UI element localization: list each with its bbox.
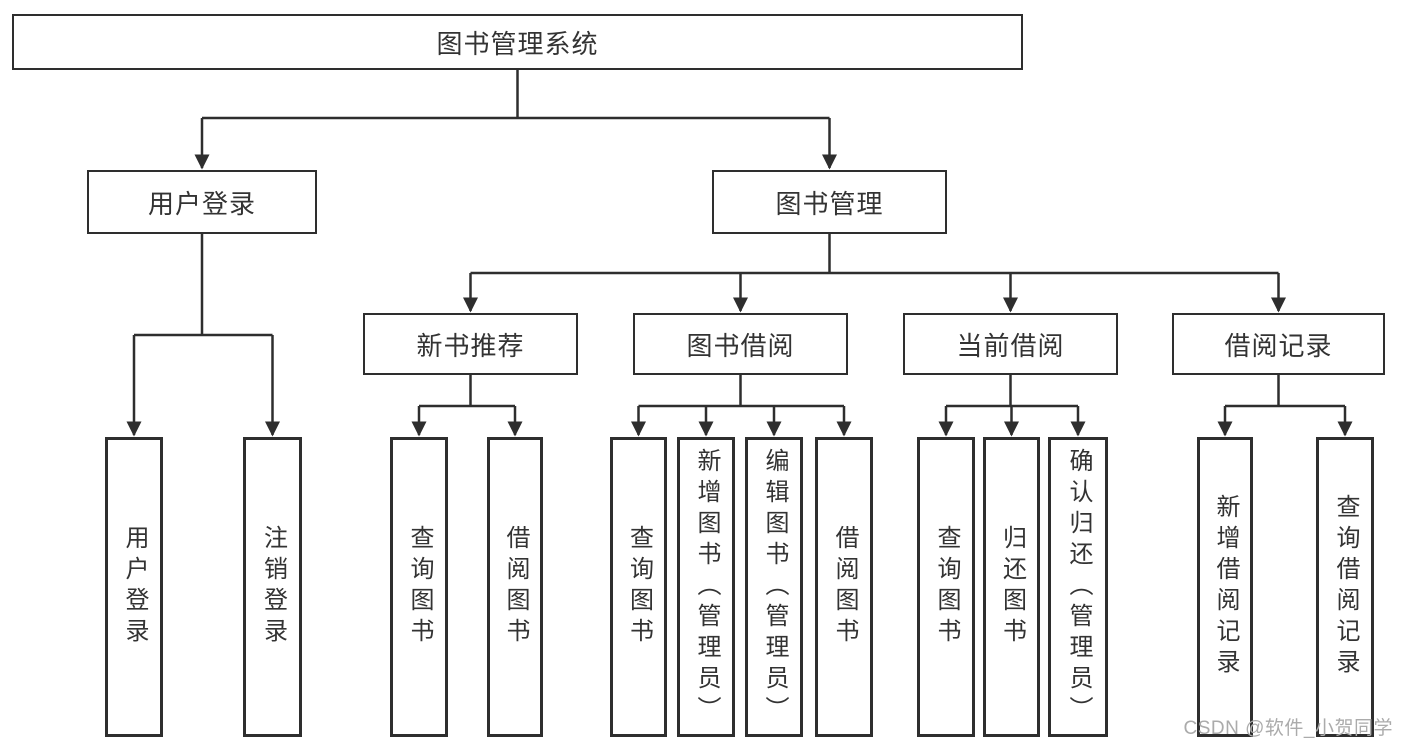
- csdn-watermark: CSDN @软件_小贺同学: [1183, 718, 1393, 739]
- node-book-borrow-query: 查询图书: [610, 437, 667, 737]
- node-book-borrow-borrow: 借阅图书: [815, 437, 873, 737]
- connector-book-mgmt-children: [463, 234, 1286, 313]
- node-borrow-record-add: 新增借阅记录: [1197, 437, 1253, 737]
- node-book-mgmt: 图书管理: [712, 170, 947, 234]
- node-book-borrow-edit: 编辑图书（管理员）: [745, 437, 803, 737]
- node-current-borrow-query: 查询图书: [917, 437, 975, 737]
- connector-root-to-level2: [194, 70, 837, 170]
- node-current-borrow-return: 归还图书: [983, 437, 1040, 737]
- node-user-login-logout: 注销登录: [243, 437, 302, 737]
- node-root: 图书管理系统: [12, 14, 1023, 70]
- connector-new-book-children: [411, 375, 523, 437]
- node-user-login: 用户登录: [87, 170, 317, 234]
- node-book-borrow: 图书借阅: [633, 313, 848, 375]
- node-borrow-record-query: 查询借阅记录: [1316, 437, 1374, 737]
- connector-borrow-record-children: [1217, 375, 1353, 437]
- node-new-book-borrow: 借阅图书: [487, 437, 543, 737]
- connector-current-borrow-children: [938, 375, 1086, 437]
- connector-user-login-children: [126, 234, 280, 437]
- node-new-book-query: 查询图书: [390, 437, 448, 737]
- node-user-login-login: 用户登录: [105, 437, 163, 737]
- connector-book-borrow-children: [631, 375, 852, 437]
- node-current-borrow-confirm: 确认归还（管理员）: [1048, 437, 1108, 737]
- node-new-book: 新书推荐: [363, 313, 578, 375]
- node-borrow-record: 借阅记录: [1172, 313, 1385, 375]
- node-book-borrow-add: 新增图书（管理员）: [677, 437, 735, 737]
- node-current-borrow: 当前借阅: [903, 313, 1118, 375]
